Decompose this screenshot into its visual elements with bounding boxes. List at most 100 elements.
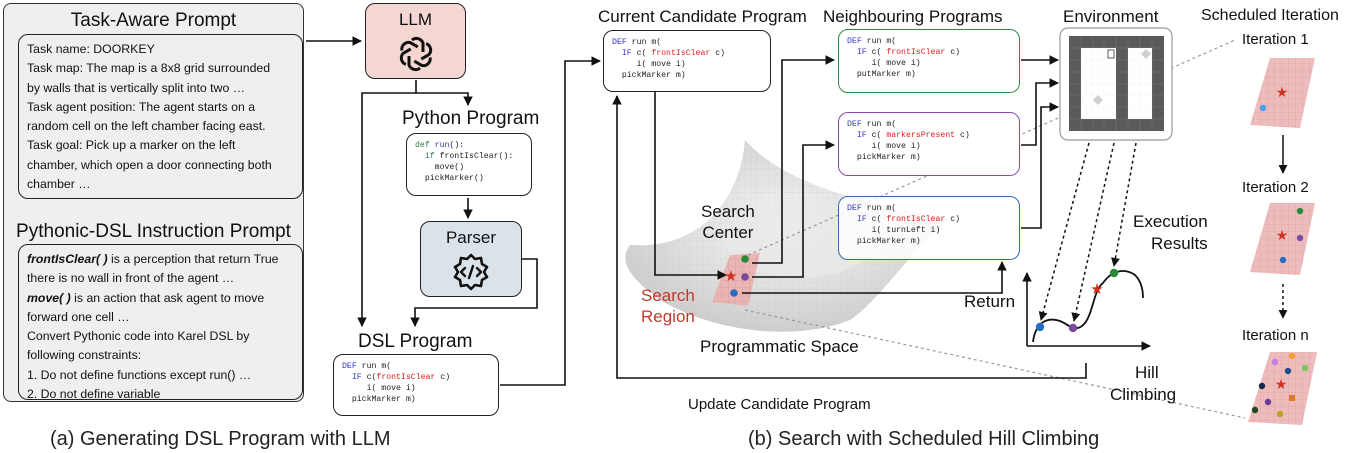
code-text: i( move i) [847,59,921,68]
update-candidate-arrow [612,95,1087,379]
code-text: run m( [356,362,392,371]
svg-text:★: ★ [1275,376,1288,392]
execution-results-line: Results [1151,234,1208,253]
execution-results-label: Execution Results [1128,211,1208,255]
action-name: move( ) [27,290,71,305]
search-region-label: Search Region [641,285,695,327]
code-text: frontIsClear(): [434,152,514,161]
iteration-n-label: Iteration n [1242,327,1309,344]
code-keyword: DEF [847,120,862,129]
task-line: by walls that is vertically split into t… [27,80,245,95]
code-keyword: DEF [342,362,357,371]
task-line: random cell on the left chamber facing e… [27,119,266,134]
task-line: Task agent position: The agent starts on… [27,99,256,114]
programmatic-space-label: Programmatic Space [700,337,859,356]
python-code-box: def run(): if frontIsClear(): move() pic… [406,133,532,196]
code-keyword: DEF [612,38,627,47]
code-text: pickMarker m) [847,153,921,162]
instruction-text: forward one cell … [27,309,130,324]
perception-name: frontIsClear( ) [27,252,108,266]
code-text: c) [945,215,961,224]
dsl-to-candidate-arrow [500,56,601,386]
neighbour3-to-env-arrow [1021,102,1059,229]
llm-box: LLM [365,3,466,79]
code-text: run m( [861,37,897,46]
code-text: c( [866,48,887,57]
search-center-line: Search [701,202,755,221]
code-gear-icon [453,253,489,291]
code-text: c( [866,131,887,140]
svg-text:★: ★ [1276,84,1289,100]
code-condition: frontIsClear [376,373,436,382]
code-text: i( move i) [847,142,921,151]
code-text: c) [955,131,970,140]
environment-title: Environment [1063,7,1159,26]
result-arrow-blue [1038,142,1090,321]
iteration-1-patch: ★ [1250,58,1315,128]
code-text: pickMarker m) [847,237,921,246]
llm-title: LLM [398,10,433,29]
update-candidate-label: Update Candidate Program [688,396,871,413]
code-keyword: IF [612,49,632,58]
code-keyword: def [415,141,430,150]
code-condition: frontIsClear [886,215,946,224]
svg-text:★: ★ [1276,227,1289,243]
execution-results-line: Execution [1133,212,1208,231]
hill-climbing-line: Hill [1135,363,1159,382]
iteration-1-label: Iteration 1 [1242,31,1309,48]
instruction-text: there is no wall in front of the agent … [27,271,235,286]
curve-star-icon: ★ [1090,281,1103,298]
parser-title: Parser [445,228,497,247]
code-text: pickMarker() [415,174,484,183]
search-center-label: Search Center [701,201,755,243]
blue-to-neighbour-arrow [742,261,1007,294]
neighbour2-to-env-arrow [1021,78,1059,146]
dsl-program-title: DSL Program [358,331,473,352]
region-point-green [741,255,749,263]
openai-logo-icon [399,36,433,72]
code-text: move() [415,163,465,172]
code-text: run m( [861,120,897,129]
purple-to-neighbour-arrow [752,140,835,278]
instruction-prompt-box: frontIsClear( ) is a perception that ret… [18,244,303,401]
code-condition: markersPresent [886,131,956,140]
instruction-text: Convert Pythonic code into Karel DSL by [27,329,250,344]
iteration-2-patch: ★ [1250,203,1315,275]
iteration-n-patch: ★ [1248,352,1317,425]
neighbour-program-2: DEF run m( IF c( markersPresent c) i( mo… [838,112,1020,176]
code-text: run m( [861,204,897,213]
llm-to-dsl-arrow [357,92,416,327]
python-program-title: Python Program [402,108,540,129]
search-region-line: Region [641,307,695,326]
region-point-blue [730,289,738,297]
neighbouring-programs-title: Neighbouring Programs [823,7,1003,26]
caption-b: (b) Search with Scheduled Hill Climbing [748,428,1100,450]
iteration-2-label: Iteration 2 [1242,179,1309,196]
code-keyword: DEF [847,204,862,213]
dsl-code-box: DEF run m( IF c(frontIsClear c) i( move … [333,354,499,416]
code-text: i( turnLeft i) [847,226,941,235]
agent-icon [1107,49,1115,59]
code-text: c) [945,48,961,57]
code-text: pickMarker m) [342,395,416,404]
code-text: c) [710,49,726,58]
result-arrow-purple [1071,142,1115,322]
curve-point-blue [1035,322,1045,332]
zoom-guide-line [744,309,1246,419]
code-text: (): [449,141,465,150]
code-text: pickMarker m) [612,71,686,80]
candidate-to-center-arrow [654,92,727,280]
code-condition: frontIsClear [651,49,711,58]
neighbour-program-3: DEF run m( IF c( frontIsClear c) i( turn… [838,196,1020,260]
curve-point-green [1109,268,1119,278]
instruction-text: is an action that ask agent to move [70,290,265,305]
current-candidate-title: Current Candidate Program [598,7,807,26]
code-keyword: DEF [847,37,862,46]
code-keyword: IF [342,373,362,382]
task-line: Task name: DOORKEY [27,42,155,56]
scheduled-iteration-title: Scheduled Iteration [1201,7,1339,24]
code-keyword: if [415,152,435,161]
code-text: c( [866,215,887,224]
result-arrow-green [1110,142,1137,267]
parser-box: Parser [420,221,522,297]
